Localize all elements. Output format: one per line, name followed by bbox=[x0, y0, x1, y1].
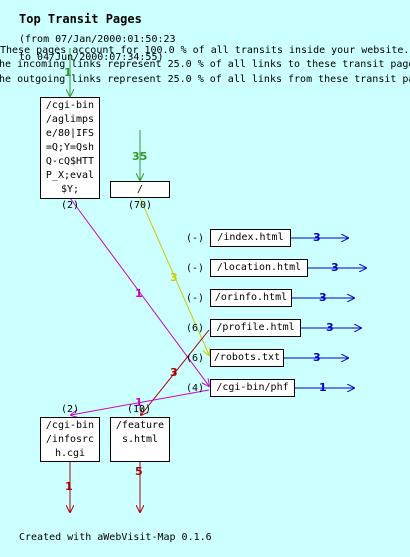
node-count-orinfo: (-) bbox=[186, 293, 205, 304]
edge-label-out-infosrch: 1 bbox=[65, 480, 73, 493]
node-orinfo[interactable]: /orinfo.html bbox=[210, 289, 292, 307]
node-index[interactable]: /index.html bbox=[210, 229, 291, 247]
date-range-from: (from 07/Jan/2000:01:50:23 bbox=[19, 34, 176, 45]
edge-label-out-profile: 3 bbox=[326, 321, 334, 334]
node-cgi-aglimpse[interactable]: /cgi-bin /aglimps e/80|IFS =Q;Y=Qsh Q-cQ… bbox=[40, 97, 100, 199]
edge-profile-to-features bbox=[141, 329, 210, 415]
date-range-to: to 04/Jun/2000:07:34:55) bbox=[19, 52, 164, 63]
edge-label-phf-to-infosrch: 1 bbox=[135, 396, 143, 409]
node-features[interactable]: /feature s.html bbox=[110, 417, 170, 462]
edge-label-out-location: 3 bbox=[331, 261, 339, 274]
node-count-features: (10) bbox=[127, 404, 152, 415]
page-title: Top Transit Pages bbox=[19, 12, 142, 26]
edge-label-out-phf: 1 bbox=[319, 381, 327, 394]
node-count-profile: (6) bbox=[186, 323, 205, 334]
edge-label-root-to-robots: 3 bbox=[170, 271, 178, 284]
node-count-cgi-aglimpse: (2) bbox=[61, 200, 80, 211]
edge-phf-to-infosrch bbox=[71, 389, 210, 415]
edge-label-in-cgi-long: 1 bbox=[64, 66, 72, 79]
edge-root-to-robots bbox=[139, 197, 209, 355]
node-count-robots: (6) bbox=[186, 353, 205, 364]
edge-cgi-to-phf bbox=[69, 197, 209, 386]
footer-credit: Created with aWebVisit-Map 0.1.6 bbox=[19, 532, 212, 543]
node-root[interactable]: / bbox=[110, 181, 170, 198]
edge-label-out-index: 3 bbox=[313, 231, 321, 244]
edge-label-out-robots: 3 bbox=[313, 351, 321, 364]
node-profile[interactable]: /profile.html bbox=[210, 319, 301, 337]
node-robots[interactable]: /robots.txt bbox=[210, 349, 284, 367]
node-count-phf: (4) bbox=[186, 383, 205, 394]
summary-line-3: The outgoing links represent 25.0 % of a… bbox=[0, 74, 410, 85]
node-count-infosrch: (2) bbox=[61, 404, 80, 415]
node-count-index: (-) bbox=[186, 233, 205, 244]
edge-label-out-orinfo: 3 bbox=[319, 291, 327, 304]
edge-label-profile-to-features: 3 bbox=[170, 366, 178, 379]
edge-label-cgi-to-phf: 1 bbox=[135, 287, 143, 300]
edge-label-out-features: 5 bbox=[135, 465, 143, 478]
edge-label-in-root: 35 bbox=[132, 150, 148, 163]
summary-line-1: These pages account for 100.0 % of all t… bbox=[0, 45, 410, 56]
node-infosrch[interactable]: /cgi-bin /infosrc h.cgi bbox=[40, 417, 100, 462]
node-location[interactable]: /location.html bbox=[210, 259, 308, 277]
summary-line-2: The incoming links represent 25.0 % of a… bbox=[0, 59, 410, 70]
node-phf[interactable]: /cgi-bin/phf bbox=[210, 379, 295, 397]
node-count-root: (70) bbox=[128, 200, 153, 211]
node-count-location: (-) bbox=[186, 263, 205, 274]
